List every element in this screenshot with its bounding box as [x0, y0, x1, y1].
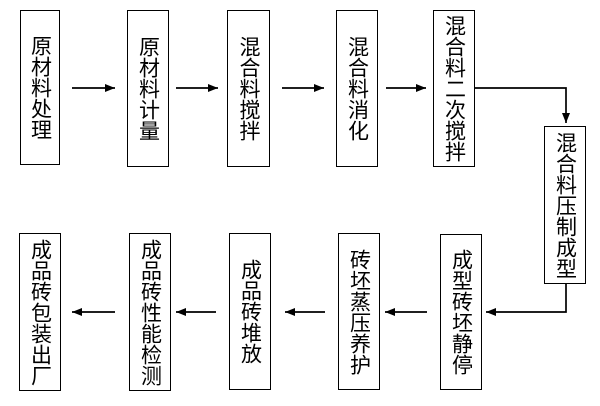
node-mixture-digestion: 混合料消化: [336, 10, 378, 167]
node-finished-brick-stacking: 成品砖堆放: [229, 233, 271, 390]
node-mixture-press-forming: 混合料压制成型: [544, 126, 586, 284]
node-mixture-stirring: 混合料搅拌: [227, 10, 270, 167]
node-brick-blank-autoclave-curing: 砖坯蒸压养护: [338, 233, 380, 390]
node-raw-material-metering: 原材料计量: [127, 10, 169, 167]
node-label: 原材料计量: [136, 36, 161, 141]
node-label: 成品砖包装出厂: [28, 238, 53, 386]
arrow-pressing-to-resting: [486, 284, 567, 316]
node-label: 成型砖坯静停: [449, 249, 474, 375]
node-label: 成品砖堆放: [238, 259, 263, 364]
node-label: 混合料搅拌: [237, 36, 261, 141]
node-label: 砖坯蒸压养护: [347, 248, 372, 375]
arrow-second-stirring-to-pressing: [475, 87, 570, 123]
node-raw-material-processing: 原材料处理: [20, 10, 60, 165]
node-label: 原材料处理: [28, 35, 53, 140]
node-label: 成品砖性能检测: [138, 238, 163, 386]
node-mixture-secondary-stirring: 混合料二次搅拌: [433, 10, 475, 167]
node-formed-brick-blank-resting: 成型砖坯静停: [440, 234, 482, 390]
node-label: 混合料消化: [345, 36, 370, 141]
node-label: 混合料压制成型: [553, 131, 578, 279]
node-finished-brick-performance-testing: 成品砖性能检测: [129, 233, 171, 391]
node-finished-brick-packaging-shipping: 成品砖包装出厂: [19, 233, 61, 391]
node-label: 混合料二次搅拌: [442, 15, 467, 162]
